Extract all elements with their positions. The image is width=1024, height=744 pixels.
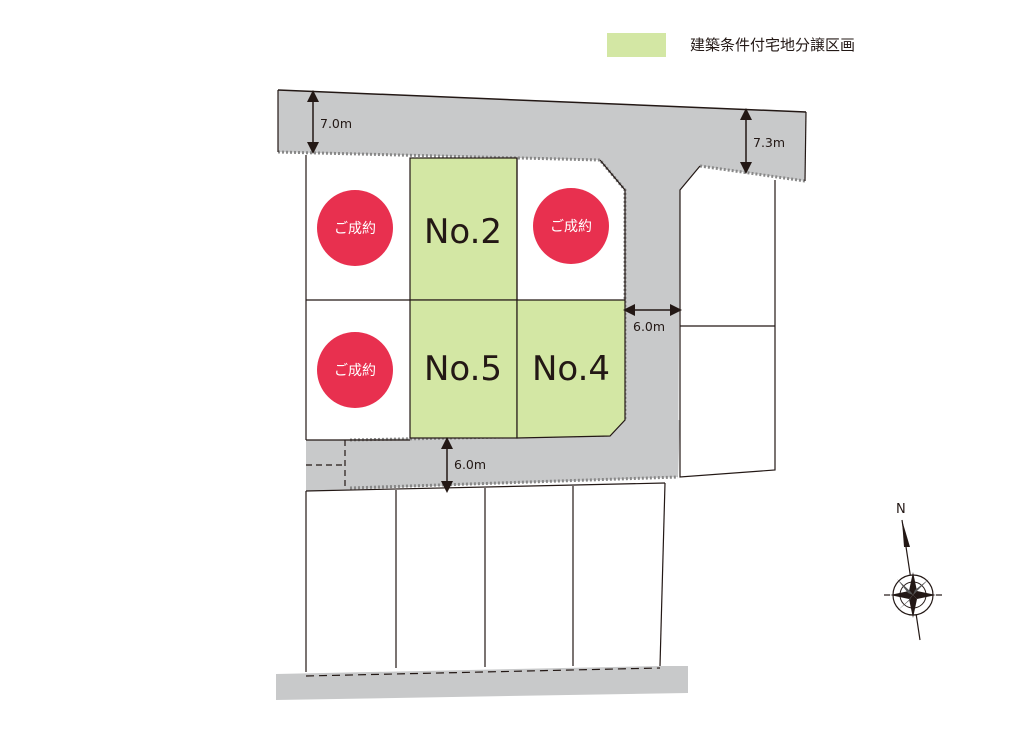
compass-rose-icon: N: [884, 502, 942, 641]
dimension-north-east-label: 7.3m: [753, 135, 785, 150]
lot-no2: No.2: [409, 157, 518, 301]
legend: 建築条件付宅地分譲区画: [607, 33, 855, 57]
sold-badge-2-text: ご成約: [550, 219, 592, 235]
dimension-east-connector-label: 6.0m: [633, 319, 665, 334]
sold-badge-1: ご成約: [317, 190, 393, 266]
dimension-east-connector: 6.0m: [623, 304, 682, 334]
dimension-north-west: 7.0m: [307, 90, 352, 154]
lot-no2-label: No.2: [424, 212, 502, 252]
lot-outlines: [277, 90, 807, 672]
road-bottom: [276, 666, 688, 700]
lot-no5: No.5: [409, 299, 518, 439]
compass-north-label: N: [896, 502, 906, 517]
sold-badge-3: ご成約: [317, 332, 393, 408]
lot-no5-label: No.5: [424, 349, 502, 389]
sold-badge-1-text: ご成約: [334, 221, 376, 237]
dimension-north-east: 7.3m: [740, 108, 785, 174]
lot-no4-label: No.4: [532, 349, 610, 389]
legend-swatch: [607, 33, 666, 57]
sold-badge-2: ご成約: [533, 188, 609, 264]
lot-no4: No.4: [516, 299, 626, 439]
legend-label: 建築条件付宅地分譲区画: [690, 36, 855, 54]
dimension-south-internal-label: 6.0m: [454, 457, 486, 472]
sold-badge-3-text: ご成約: [334, 363, 376, 379]
dimension-north-west-label: 7.0m: [320, 116, 352, 131]
dimension-south-internal: 6.0m: [441, 437, 486, 493]
